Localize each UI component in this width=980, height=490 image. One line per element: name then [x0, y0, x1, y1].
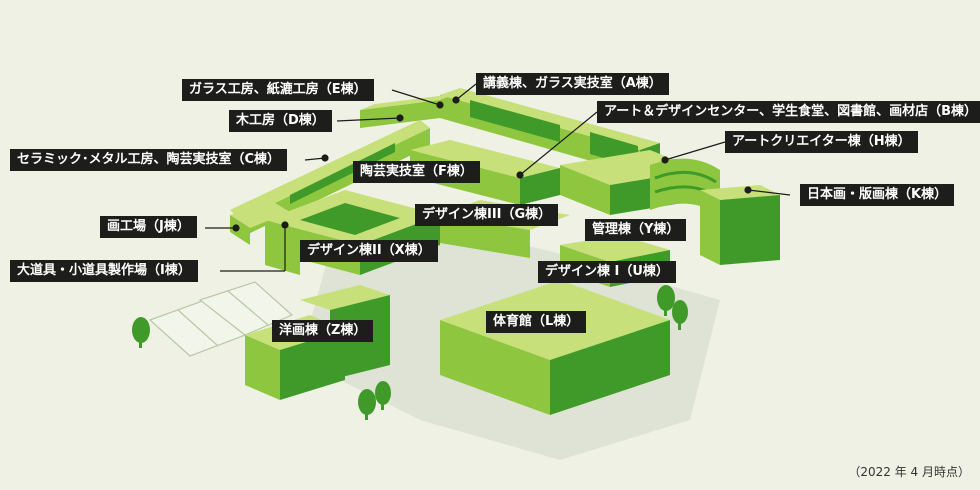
- label-building-g[interactable]: デザイン棟III（G棟）: [415, 204, 559, 226]
- building-j: [230, 200, 290, 245]
- label-building-u[interactable]: デザイン棟 I（U棟）: [538, 261, 676, 283]
- tennis-courts: [148, 281, 294, 357]
- building-k: [700, 185, 780, 265]
- label-building-y[interactable]: 管理棟（Y棟）: [585, 219, 687, 241]
- label-building-c[interactable]: セラミック･メタル工房、陶芸実技室（C棟）: [10, 149, 288, 171]
- label-building-h[interactable]: アートクリエイター棟（H棟）: [725, 131, 918, 153]
- label-building-k[interactable]: 日本画・版画棟（K棟）: [800, 184, 955, 206]
- label-building-b[interactable]: アート＆デザインセンター、学生食堂、図書館、画材店（B棟）: [597, 101, 980, 123]
- building-i: [265, 245, 300, 275]
- label-building-a[interactable]: 講義棟、ガラス実技室（A棟）: [476, 73, 669, 95]
- label-building-i[interactable]: 大道具・小道具製作場（I棟）: [10, 260, 198, 282]
- label-building-z[interactable]: 洋画棟（Z棟）: [272, 320, 374, 342]
- label-building-e[interactable]: ガラス工房、紙漉工房（E棟）: [182, 79, 374, 101]
- label-building-j[interactable]: 画工場（J棟）: [100, 216, 197, 238]
- label-building-l[interactable]: 体育館（L棟）: [486, 311, 587, 333]
- trees: [132, 285, 688, 420]
- date-note: （2022 年 4 月時点）: [848, 465, 970, 479]
- label-building-d[interactable]: 木工房（D棟）: [229, 110, 332, 132]
- label-building-f[interactable]: 陶芸実技室（F棟）: [353, 161, 480, 183]
- label-building-x[interactable]: デザイン棟II（X棟）: [300, 240, 438, 262]
- leader-lines: [205, 83, 791, 272]
- building-e: [360, 94, 455, 128]
